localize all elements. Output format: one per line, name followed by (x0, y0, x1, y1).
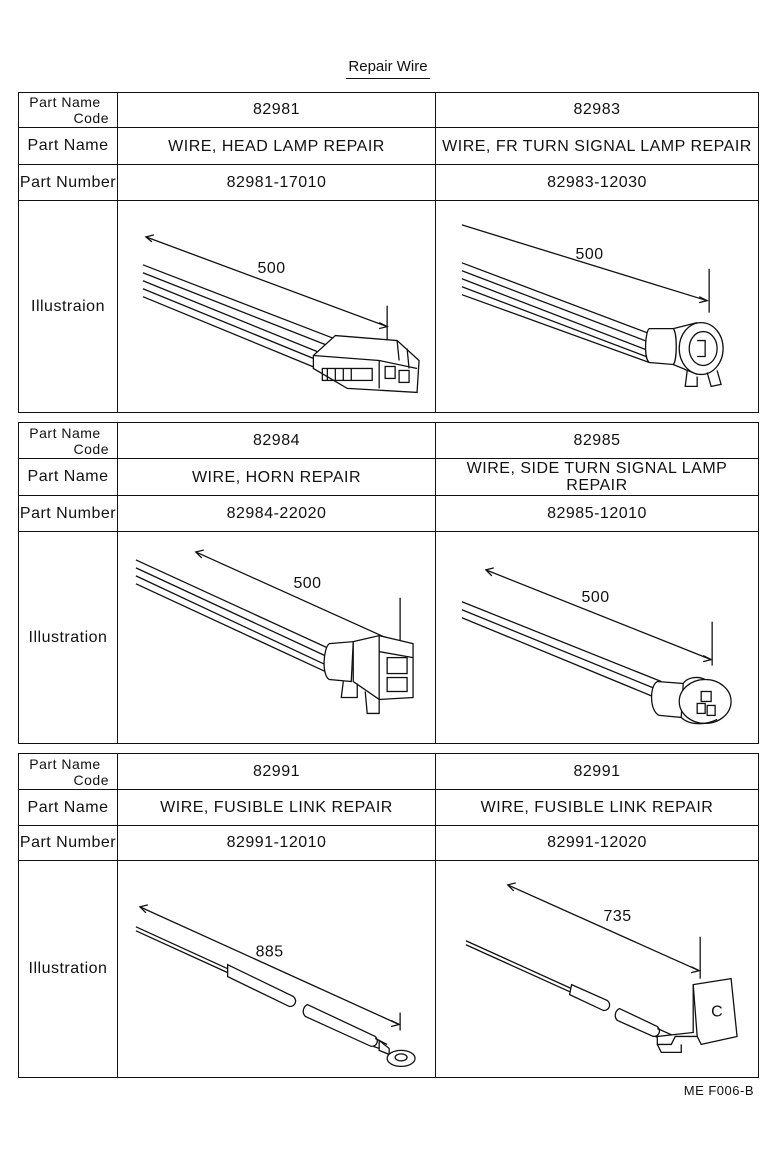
part-name-side-turn-signal: WIRE, SIDE TURN SIGNAL LAMP REPAIR (435, 458, 759, 496)
side-turn-signal-wire-drawing: 500 (461, 567, 732, 725)
illustration-label: Illustration (18, 530, 118, 745)
part-name-label: Part Name (18, 127, 118, 165)
part-name-fr-turn-signal: WIRE, FR TURN SIGNAL LAMP REPAIR (435, 127, 759, 165)
illustration-side-turn-signal-wire: 500 (435, 530, 759, 745)
part-number-82983-12030: 82983-12030 (435, 164, 759, 201)
part-number-label: Part Number (18, 495, 118, 532)
fusible-link-terminal-drawing: C 735 (465, 882, 738, 1054)
fusible-link-ring-drawing: 885 (135, 904, 416, 1067)
part-name-horn: WIRE, HORN REPAIR (117, 458, 436, 496)
part-code-82983: 82983 (435, 92, 759, 128)
part-name-label: Part Name (18, 458, 118, 496)
head-lamp-wire-drawing: 500 (142, 234, 420, 394)
part-name-label: Part Name (18, 789, 118, 826)
part-number-82985-12010: 82985-12010 (435, 495, 759, 532)
part-code-82984: 82984 (117, 422, 436, 459)
part-code-82991-b: 82991 (435, 753, 759, 790)
part-name-fusible-link-b: WIRE, FUSIBLE LINK REPAIR (435, 789, 759, 826)
page-title-text: Repair Wire (346, 58, 430, 79)
name-row: Part Name WIRE, HORN REPAIR WIRE, SIDE T… (18, 458, 759, 496)
illustration-label: Illustraion (18, 199, 118, 414)
illustration-horn-wire: 500 (117, 530, 436, 745)
illustration-row: Illustration 885 (18, 859, 759, 1079)
part-number-82991-12020: 82991-12020 (435, 825, 759, 861)
part-code-82985: 82985 (435, 422, 759, 459)
figure-code: ME F006-B (683, 1083, 754, 1098)
terminal-letter-c: C (711, 1004, 723, 1021)
name-row: Part Name WIRE, FUSIBLE LINK REPAIR WIRE… (18, 789, 759, 826)
length-500: 500 (582, 589, 610, 606)
part-number-82991-12010: 82991-12010 (117, 825, 436, 861)
number-row: Part Number 82981-17010 82983-12030 (18, 164, 759, 201)
illustration-fusible-link-terminal: C 735 (435, 859, 759, 1079)
number-row: Part Number 82991-12010 82991-12020 (18, 825, 759, 861)
part-number-label: Part Number (18, 825, 118, 861)
part-number-82984-22020: 82984-22020 (117, 495, 436, 532)
name-row: Part Name WIRE, HEAD LAMP REPAIR WIRE, F… (18, 127, 759, 165)
page-title: Repair Wire (0, 58, 776, 79)
illustration-fr-turn-signal-wire: 500 (435, 199, 759, 414)
illustration-row: Illustraion (18, 199, 759, 414)
number-row: Part Number 82984-22020 82985-12010 (18, 495, 759, 532)
length-500: 500 (576, 246, 604, 263)
length-735: 735 (603, 908, 631, 925)
part-name-fusible-link-a: WIRE, FUSIBLE LINK REPAIR (117, 789, 436, 826)
illustration-fusible-link-ring: 885 (117, 859, 436, 1079)
length-500: 500 (293, 575, 321, 592)
part-name-head-lamp: WIRE, HEAD LAMP REPAIR (117, 127, 436, 165)
part-code-82981: 82981 (117, 92, 436, 128)
length-500: 500 (258, 260, 286, 277)
part-code-82991-a: 82991 (117, 753, 436, 790)
part-number-82981-17010: 82981-17010 (117, 164, 436, 201)
illustration-head-lamp-wire: 500 (117, 199, 436, 414)
illustration-label: Illustration (18, 859, 118, 1079)
horn-wire-drawing: 500 (135, 549, 414, 715)
fr-turn-signal-wire-drawing: 500 (461, 224, 724, 388)
illustration-row: Illustration (18, 530, 759, 745)
part-number-label: Part Number (18, 164, 118, 201)
length-885: 885 (256, 944, 284, 961)
